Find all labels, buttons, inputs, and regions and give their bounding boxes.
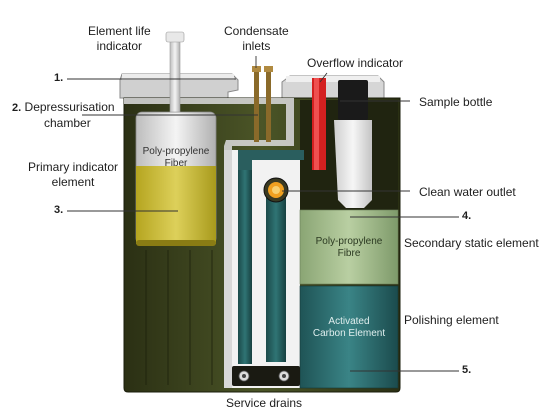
condensate-inlets-label: Condensate inlets bbox=[224, 24, 289, 54]
carbon-filter-line2: Carbon Element bbox=[312, 328, 386, 339]
primary-indicator-line2: element bbox=[51, 175, 95, 189]
carbon-filter-text: Activated Carbon Element bbox=[300, 316, 398, 340]
primary-filter-text: Poly-propylene Fiber bbox=[136, 146, 216, 170]
depressurisation-chamber bbox=[124, 98, 294, 160]
leader-line-overflow bbox=[319, 72, 328, 83]
callout-number-3: 3. bbox=[54, 204, 64, 216]
overflow-indicator-label: Overflow indicator bbox=[307, 56, 404, 70]
depressurisation-line2: chamber bbox=[44, 116, 91, 130]
condensate-inlets-line1: Condensate bbox=[224, 24, 289, 38]
condensate-inlet-tubes bbox=[252, 66, 273, 142]
callout-number-5: 5. bbox=[462, 364, 472, 376]
secondary-static-element bbox=[299, 209, 399, 285]
sample-bottle-label: Sample bottle bbox=[419, 95, 493, 109]
element-life-indicator-label: Element life indicator bbox=[88, 24, 151, 54]
transfer-pipe bbox=[238, 150, 304, 364]
depressurisation-line1: 2. Depressurisation bbox=[12, 100, 115, 116]
callout-number-4: 4. bbox=[462, 210, 472, 222]
element-life-indicator-line2: indicator bbox=[96, 39, 143, 53]
clean-water-outlet-label: Clean water outlet bbox=[419, 185, 516, 199]
secondary-static-element-label: Secondary static element bbox=[404, 236, 539, 250]
condensate-inlets-line2: inlets bbox=[242, 39, 271, 53]
primary-filter-line1: Poly-propylene bbox=[142, 146, 210, 157]
polishing-element-label: Polishing element bbox=[404, 313, 499, 327]
secondary-filter-line2: Fibre bbox=[337, 248, 361, 259]
secondary-filter-text: Poly-propylene Fibre bbox=[300, 236, 398, 260]
primary-indicator-element-label: Primary indicator element bbox=[28, 160, 118, 190]
overflow-indicator-tube bbox=[312, 78, 326, 170]
callout-number-2: 2. bbox=[12, 102, 22, 114]
service-drain-valves bbox=[232, 366, 300, 386]
secondary-filter-line1: Poly-propylene bbox=[315, 236, 383, 247]
callout-number-1: 1. bbox=[54, 72, 64, 84]
primary-indicator-element bbox=[135, 31, 217, 246]
leader-lines bbox=[67, 56, 459, 372]
primary-filter-line2: Fiber bbox=[164, 158, 188, 169]
depressurisation-chamber-label: 2. Depressurisation chamber bbox=[12, 100, 115, 131]
depressurisation-text: Depressurisation bbox=[24, 100, 115, 114]
service-drains-label: Service drains bbox=[226, 396, 303, 410]
carbon-filter-line1: Activated bbox=[328, 316, 370, 327]
element-life-indicator-line1: Element life bbox=[88, 24, 151, 38]
sample-bottle bbox=[334, 80, 372, 208]
primary-indicator-line1: Primary indicator bbox=[28, 160, 119, 174]
clean-water-outlet-fitting bbox=[263, 177, 289, 203]
